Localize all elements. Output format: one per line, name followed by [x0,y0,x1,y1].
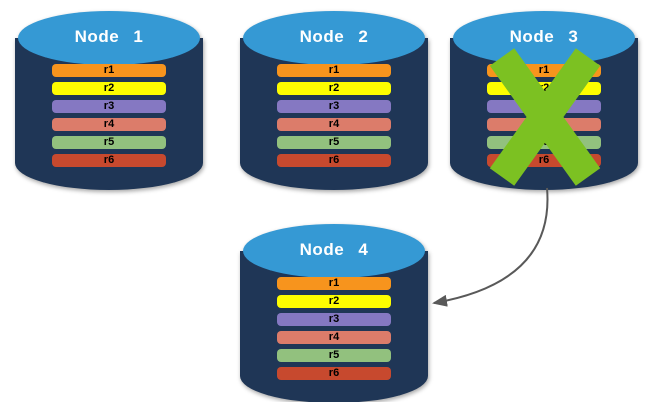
row-r4: r4 [277,331,391,344]
row-r4: r4 [277,118,391,131]
row-r2: r2 [52,82,166,95]
node-title: Node 4 [299,240,369,259]
row-r5: r5 [277,136,391,149]
row-r6: r6 [277,154,391,167]
rows: r1 r2 r3 r4 r5 r6 [277,277,391,385]
node-title: Node 3 [509,27,579,46]
node-1: Node 1 r1 r2 r3 r4 r5 r6 [15,5,203,195]
row-r4: r4 [52,118,166,131]
row-r2: r2 [277,82,391,95]
row-r3: r3 [52,100,166,113]
node-title: Node 1 [74,27,144,46]
node-2: Node 2 r1 r2 r3 r4 r5 r6 [240,5,428,195]
rows: r1 r2 r3 r4 r5 r6 [52,64,166,172]
row-r1: r1 [277,277,391,290]
row-r1: r1 [277,64,391,77]
row-r5: r5 [52,136,166,149]
node-4: Node 4 r1 r2 r3 r4 r5 r6 [240,218,428,402]
row-r2: r2 [277,295,391,308]
row-r6: r6 [52,154,166,167]
row-r3: r3 [277,100,391,113]
rows: r1 r2 r3 r4 r5 r6 [277,64,391,172]
x-mark-icon [489,48,601,186]
curved-arrow-icon [432,187,549,307]
row-r6: r6 [277,367,391,380]
node-title: Node 2 [299,27,369,46]
row-r3: r3 [277,313,391,326]
row-r1: r1 [52,64,166,77]
row-r5: r5 [277,349,391,362]
